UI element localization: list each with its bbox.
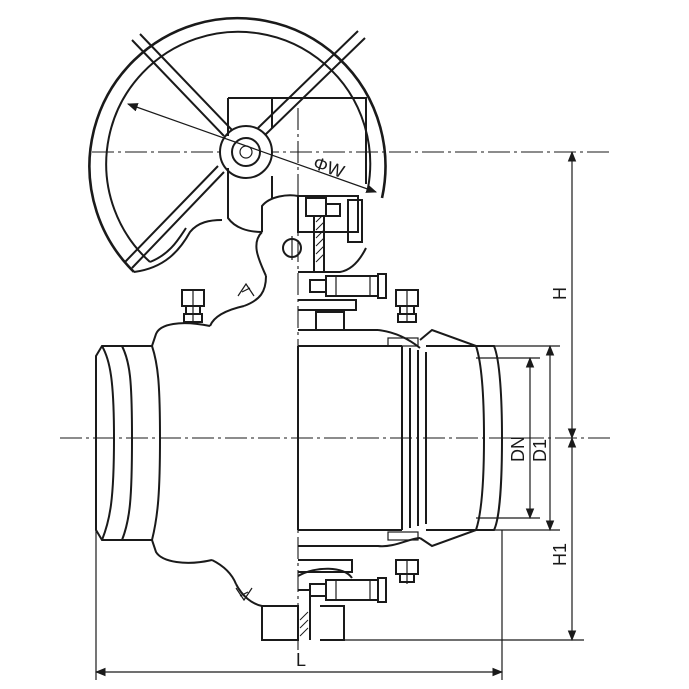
right-top-stud — [395, 289, 419, 323]
label-h1: H1 — [550, 543, 570, 566]
left-top-stud — [181, 289, 205, 323]
gearbox — [227, 97, 367, 277]
dimension-l — [94, 530, 504, 680]
label-dn: DN — [508, 436, 528, 462]
label-h: H — [550, 287, 570, 300]
label-d1: D1 — [530, 439, 550, 462]
label-l: L — [296, 650, 306, 670]
dimension-dn — [476, 356, 540, 520]
upper-bolt-assembly — [298, 273, 387, 331]
valve-neck — [209, 275, 267, 327]
dimension-h1 — [344, 436, 584, 642]
dimension-phiw — [126, 103, 378, 193]
lower-trunnion — [235, 537, 421, 641]
right-bottom-stud — [395, 559, 419, 584]
valve-body — [95, 322, 427, 585]
dimension-d1 — [494, 344, 560, 532]
upper-weld-symbol — [237, 282, 255, 297]
lower-weld-symbol — [235, 587, 253, 602]
handwheel — [88, 16, 387, 273]
stem-bonnet — [282, 195, 367, 273]
label-phiw: ΦW — [311, 153, 347, 182]
right-end-connector — [377, 328, 504, 548]
